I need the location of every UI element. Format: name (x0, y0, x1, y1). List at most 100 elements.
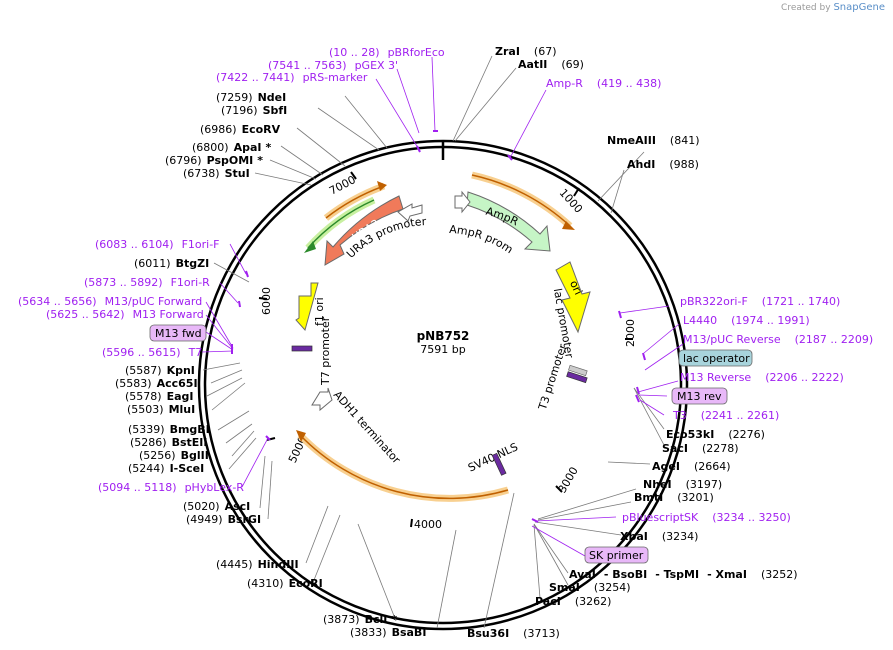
primer-l4440[interactable]: L4440 (683, 314, 717, 327)
site-pos-ahdi: (988) (669, 158, 699, 171)
primer-range-pbluescriptsk: (3234 .. 3250) (712, 511, 791, 524)
site-bsobi[interactable]: - BsoBI (604, 568, 647, 581)
site-asci[interactable]: AscI (225, 500, 251, 513)
site-bglii[interactable]: BglII (181, 449, 209, 462)
f1ori-feature[interactable] (295, 282, 319, 332)
ura3-feature[interactable] (324, 195, 404, 266)
site-bmti[interactable]: BmtI (634, 491, 663, 504)
site-btgzi[interactable]: BtgZI (176, 257, 210, 270)
site-pos-apai: (6800) (192, 141, 229, 154)
leader-lines (202, 55, 665, 629)
site-mlui[interactable]: MluI (169, 403, 196, 416)
right-sites: ZraI(67) AatII(69) NmeAIII(841) AhdI(988… (467, 45, 798, 640)
site-ndei[interactable]: NdeI (258, 91, 287, 104)
svg-text:(5583)Acc65I: (5583)Acc65I (115, 377, 198, 390)
site-stui[interactable]: StuI (225, 167, 250, 180)
primer-leader-lines (201, 56, 684, 557)
primer-t7[interactable]: T7 (188, 346, 203, 359)
site-apai[interactable]: ApaI (234, 141, 262, 154)
site-nhei[interactable]: NheI (643, 478, 672, 491)
svg-text:(5596 .. 5615)T7: (5596 .. 5615) T7 (102, 346, 202, 359)
site-iscei[interactable]: I-SceI (170, 462, 205, 475)
site-kpni[interactable]: KpnI (167, 364, 195, 377)
site-paci[interactable]: PacI (535, 595, 561, 608)
site-bsrgi[interactable]: BsrGI (228, 513, 261, 526)
svg-text:(10 .. 28)pBRforEco: (10 .. 28) pBRforEco (329, 46, 445, 59)
site-ecorv[interactable]: EcoRV (242, 123, 281, 136)
ori-feature[interactable] (555, 261, 591, 334)
site-hindiii[interactable]: HindIII (258, 558, 299, 571)
primer-range-t3: (2241 .. 2261) (701, 409, 780, 422)
svg-text:M13 Reverse(2206 .. 2222): M13 Reverse(2206 .. 2222) (680, 371, 844, 384)
site-bmgbi[interactable]: BmgBI (170, 423, 210, 436)
primer-range-pbrforeco: (10 .. 28) (329, 46, 380, 59)
site-ecori[interactable]: EcoRI (289, 577, 323, 590)
primer-prs-marker[interactable]: pRS-marker (303, 71, 368, 84)
site-pos-kpni: (5587) (125, 364, 162, 377)
site-saci[interactable]: SacI (662, 442, 688, 455)
primer-m13-fwd[interactable]: M13 Forward (133, 308, 204, 321)
primer-m13puc-fwd[interactable]: M13/pUC Forward (105, 295, 203, 308)
svg-text:(6986)EcoRV: (6986)EcoRV (200, 123, 281, 136)
primer-pbrforeco[interactable]: pBRforEco (388, 46, 445, 59)
primer-f1ori-r[interactable]: F1ori-R (171, 276, 211, 289)
site-bsabi[interactable]: BsaBI (392, 626, 427, 639)
ori-label: ori (567, 278, 585, 296)
site-pspomi[interactable]: PspOMI (207, 154, 254, 167)
m13-rev-box[interactable]: M13 rev (671, 387, 728, 405)
site-eco53ki[interactable]: Eco53kI (666, 428, 714, 441)
ura3-cds-green-arrowhead (304, 241, 316, 253)
site-agei[interactable]: AgeI (652, 460, 680, 473)
site-pos-nmeaiii: (841) (670, 134, 700, 147)
m13-fwd-box[interactable]: M13 fwd (149, 324, 207, 342)
primer-ampr[interactable]: Amp-R (546, 77, 583, 90)
svg-text:(5587)KpnI: (5587) KpnI (125, 364, 195, 377)
svg-text:(7196)SbfI: (7196)SbfI (221, 104, 287, 117)
svg-text:L4440(1974 .. 1991): L4440(1974 .. 1991) (683, 314, 810, 327)
lac-operator-box[interactable]: lac operator (678, 349, 753, 367)
site-aatii[interactable]: AatII (518, 58, 547, 71)
site-bsteii[interactable]: BstEII (172, 436, 208, 449)
site-xbai[interactable]: XbaI (620, 530, 648, 543)
svg-text:(5244)I-SceI: (5244)I-SceI (128, 462, 204, 475)
site-pos-pspomi: (6796) (165, 154, 202, 167)
svg-text:Bsu36I(3713): Bsu36I(3713) (467, 627, 560, 640)
primer-t3[interactable]: T3 (672, 409, 687, 422)
sk-primer-box[interactable]: SK primer (584, 546, 649, 564)
primer-pbr322ori[interactable]: pBR322ori-F (680, 295, 748, 308)
site-xmai[interactable]: - XmaI (707, 568, 747, 581)
svg-text:(4445)HindIII: (4445)HindIII (216, 558, 299, 571)
svg-text:XbaI(3234): XbaI(3234) (620, 530, 698, 543)
primer-m13-reverse[interactable]: M13 Reverse (680, 371, 751, 384)
site-nmeaiii[interactable]: NmeAIII (607, 134, 656, 147)
primer-range-pbr322ori: (1721 .. 1740) (762, 295, 841, 308)
primer-range-m13-fwd: (5625 .. 5642) (46, 308, 125, 321)
primer-pgex3[interactable]: pGEX 3' (355, 59, 399, 72)
site-smai[interactable]: SmaI (549, 581, 580, 594)
svg-text:(3833)BsaBI: (3833)BsaBI (350, 626, 426, 639)
primer-m13puc-rev[interactable]: M13/pUC Reverse (683, 333, 781, 346)
site-zrai[interactable]: ZraI (495, 45, 520, 58)
primer-range-ampr: (419 .. 438) (597, 77, 662, 90)
primer-phyblex[interactable]: pHybLex-R (185, 481, 245, 494)
svg-text:ZraI(67): ZraI (67) (495, 45, 557, 58)
site-avai[interactable]: AvaI (569, 568, 596, 581)
ampr-feature[interactable] (466, 191, 551, 252)
primer-f1ori-f[interactable]: F1ori-F (182, 238, 220, 251)
site-bsu36i[interactable]: Bsu36I (467, 627, 509, 640)
site-acc65i[interactable]: Acc65I (157, 377, 198, 390)
ampr-cds-arrowhead (562, 221, 575, 230)
site-pos-agei: (2664) (694, 460, 731, 473)
site-tspmi[interactable]: - TspMI (655, 568, 699, 581)
site-pos-ndei: (7259) (216, 91, 253, 104)
primer-range-phyblex: (5094 .. 5118) (98, 481, 177, 494)
site-pos-bsrgi: (4949) (186, 513, 223, 526)
site-bcli[interactable]: BclI (365, 613, 388, 626)
primer-pbluescriptsk[interactable]: pBluescriptSK (622, 511, 699, 524)
site-ahdi[interactable]: AhdI (627, 158, 655, 171)
tick-label-7000: 7000 (327, 173, 358, 198)
primer-range-t7: (5596 .. 5615) (102, 346, 181, 359)
site-eagi[interactable]: EagI (167, 390, 194, 403)
site-sbfi[interactable]: SbfI (263, 104, 288, 117)
site-pos-zrai: (67) (534, 45, 557, 58)
